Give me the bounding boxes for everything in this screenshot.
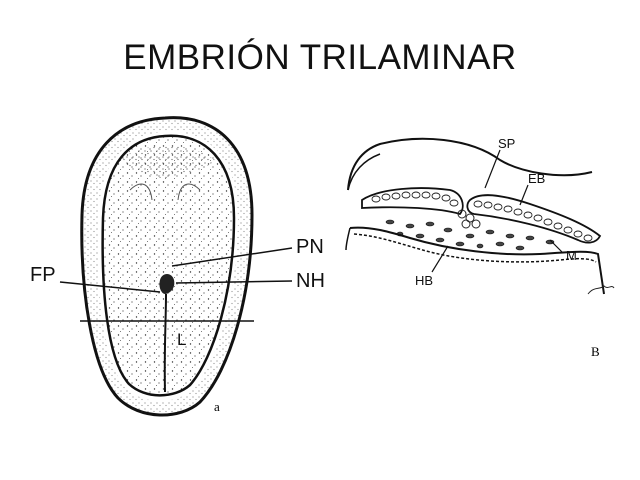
label-sp: SP — [498, 136, 515, 151]
hypoblast-edge — [345, 227, 351, 251]
primitive-node — [159, 274, 175, 294]
fold-right — [177, 183, 201, 201]
dense-region — [120, 145, 215, 180]
label-m: M — [566, 248, 577, 263]
amnion-inner — [347, 153, 381, 191]
hypoblast-layer — [349, 226, 605, 295]
artist-signature — [587, 285, 615, 295]
slide-title: EMBRIÓN TRILAMINAR — [123, 38, 517, 77]
nh-leader — [175, 280, 293, 284]
epiblast-left — [361, 187, 464, 216]
figure-a: PN NH FP L a — [30, 116, 325, 417]
label-nh: NH — [296, 270, 325, 292]
eb-leader — [519, 184, 529, 206]
label-fp: FP — [30, 264, 56, 286]
epiblast-right-cells — [473, 200, 593, 242]
hb-leader — [431, 245, 449, 273]
panel-label-b: B — [591, 344, 600, 359]
amnion-membrane — [347, 137, 593, 191]
primitive-groove-cells — [457, 209, 481, 229]
sp-leader — [484, 149, 501, 189]
epiblast-left-cells — [371, 191, 459, 207]
label-l: L — [177, 330, 186, 349]
hypoblast-cells — [353, 233, 597, 263]
disc-inner — [101, 134, 236, 397]
label-hb: HB — [415, 273, 433, 288]
primitive-streak — [163, 293, 167, 393]
fold-left — [129, 183, 153, 201]
mesoderm-cells — [385, 219, 555, 251]
m-leader — [549, 239, 563, 253]
fp-leader — [59, 281, 161, 293]
label-pn: PN — [296, 236, 324, 258]
figure-b: SP EB HB M B — [345, 136, 615, 359]
label-eb: EB — [528, 171, 545, 186]
panel-label-a: a — [214, 399, 220, 414]
pn-leader — [171, 247, 293, 267]
